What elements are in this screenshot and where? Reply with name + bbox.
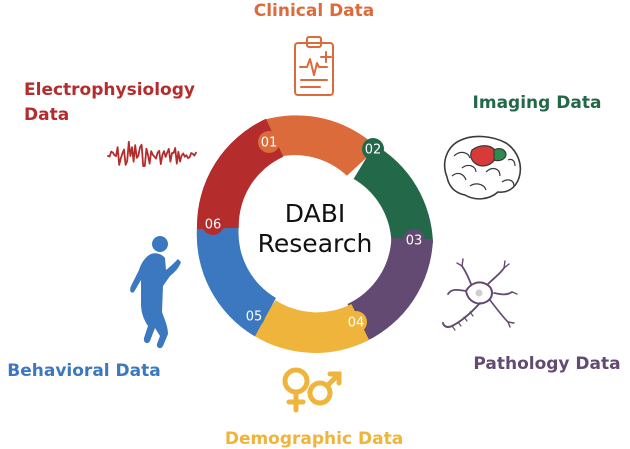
ring-segment-demographic xyxy=(251,300,370,353)
dancing-person-icon xyxy=(130,236,181,349)
clipboard-icon xyxy=(294,36,334,96)
label-electrophysiology-line2: Data xyxy=(24,105,69,125)
badge-number-02: 02 xyxy=(365,143,382,158)
number-badges: 01 02 03 04 05 06 xyxy=(202,131,425,333)
label-demographic: Demographic Data xyxy=(225,429,403,449)
neuron-icon xyxy=(442,258,518,331)
label-behavioral: Behavioral Data xyxy=(7,361,160,381)
ring-segment-pathology xyxy=(347,238,433,342)
badge-number-06: 06 xyxy=(205,218,222,233)
center-title-line1: DABI xyxy=(285,199,345,228)
center-title-line2: Research xyxy=(258,229,373,258)
badge-number-04: 04 xyxy=(348,316,365,331)
gender-symbols-icon xyxy=(282,367,342,413)
badge-03: 03 xyxy=(403,229,425,251)
label-clinical: Clinical Data xyxy=(254,1,375,21)
badge-04: 04 xyxy=(345,311,367,333)
label-pathology: Pathology Data xyxy=(473,354,620,374)
eeg-waveform-icon xyxy=(107,140,197,168)
badge-number-05: 05 xyxy=(246,310,263,325)
brain-icon xyxy=(443,135,522,200)
badge-number-01: 01 xyxy=(261,136,278,151)
badge-06: 06 xyxy=(202,213,224,235)
badge-02: 02 xyxy=(362,138,384,160)
badge-number-03: 03 xyxy=(406,234,423,249)
ring-segment-imaging xyxy=(353,144,433,244)
label-imaging: Imaging Data xyxy=(473,93,602,113)
badge-01: 01 xyxy=(258,131,280,153)
ring-segment-clinical xyxy=(262,115,378,176)
badge-05: 05 xyxy=(243,305,265,327)
label-electrophysiology-line1: Electrophysiology xyxy=(24,80,195,100)
